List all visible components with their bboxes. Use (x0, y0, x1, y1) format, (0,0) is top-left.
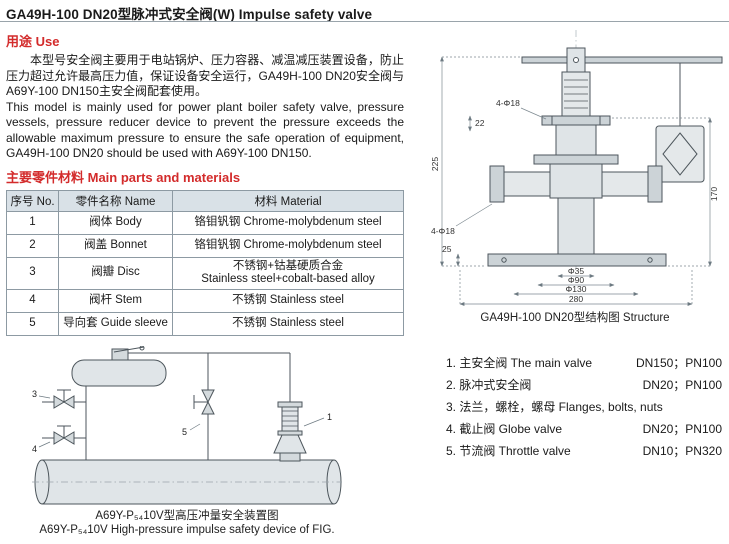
device-caption: A69Y-P₅₄10V型高压冲量安全装置图 A69Y-P₅₄10V High-p… (12, 509, 362, 537)
spring-bonnet (561, 71, 591, 117)
table-row: 4 阀杆 Stem 不锈钢 Stainless steel (6, 288, 404, 313)
item-label: 3. 法兰，螺栓，螺母 Flanges, bolts, nuts (446, 400, 663, 414)
structure-caption: GA49H-100 DN20型结构图 Structure (480, 312, 670, 324)
dimension-lines (440, 56, 712, 306)
table-row: 2 阀盖 Bonnet 铬钼钒钢 Chrome-molybdenum steel (6, 233, 404, 258)
item-spec: DN20；PN100 (642, 422, 722, 436)
cell-material: 不锈钢 Stainless steel (172, 311, 404, 336)
device-caption-en: A69Y-P₅₄10V High-pressure impulse safety… (39, 524, 335, 536)
dimension-label-right-height: 170 (709, 187, 719, 201)
callout-main-valve: 1 (327, 412, 332, 422)
dimension-label-bolt-holes-left: 4-Φ18 (431, 226, 455, 236)
dimension-label-bolt-holes-top: 4-Φ18 (496, 98, 520, 108)
dimension-label-dia-mid: Φ90 (568, 275, 585, 285)
table-row: 3 阀瓣 Disc 不锈钢+钴基硬质合金 Stainless steel+cob… (6, 256, 404, 290)
cell-material: 铬钼钒钢 Chrome-molybdenum steel (172, 210, 404, 235)
cell-name: 阀盖 Bonnet (58, 233, 173, 258)
use-heading: 用途 Use (6, 34, 60, 49)
table-header-row: 序号 No. 零件名称 Name 材料 Material (6, 189, 404, 212)
callout-leaders (38, 395, 325, 448)
callout-globe-valve-lower: 4 (32, 444, 37, 454)
materials-heading: 主要零件材料 Main parts and materials (6, 169, 241, 185)
parts-table: 序号 No. 零件名称 Name 材料 Material 1 阀体 Body 铬… (6, 189, 404, 336)
parts-list: 1. 主安全阀 The main valve DN150；PN100 2. 脉冲… (446, 352, 722, 462)
item-label: 5. 节流阀 Throttle valve (446, 444, 571, 458)
page-title: GA49H-100 DN20型脉冲式安全阀(W) Impulse safety … (6, 7, 373, 22)
table-row: 1 阀体 Body 铬钼钒钢 Chrome-molybdenum steel (6, 210, 404, 235)
parts-list-item: 3. 法兰，螺栓，螺母 Flanges, bolts, nuts (446, 396, 722, 418)
dimension-label-dia-large: Φ130 (566, 284, 587, 294)
cell-no: 4 (6, 288, 59, 313)
device-figure: 1 3 4 5 (28, 345, 346, 508)
cell-no: 3 (6, 256, 59, 290)
connecting-piping (85, 352, 291, 460)
device-caption-cn: A69Y-P₅₄10V型高压冲量安全装置图 (95, 510, 279, 522)
cell-name: 导向套 Guide sleeve (58, 311, 173, 336)
item-spec: DN150；PN100 (635, 356, 722, 370)
use-paragraph-en: This model is mainly used for power plan… (6, 99, 404, 161)
dimension-label-height: 225 (430, 157, 440, 171)
item-spec: DN10；PN320 (642, 444, 722, 458)
main-safety-valve (273, 401, 307, 462)
dimension-label-dia-small: Φ35 (568, 266, 585, 276)
item-label: 1. 主安全阀 The main valve (446, 356, 593, 370)
dimension-label-foot: 25 (442, 244, 452, 254)
valve-body (487, 115, 667, 267)
cell-material: 铬钼钒钢 Chrome-molybdenum steel (172, 233, 404, 258)
device-drawing: 1 3 4 5 (32, 345, 342, 505)
cell-name: 阀体 Body (58, 210, 173, 235)
parts-list-item: 5. 节流阀 Throttle valve DN10；PN320 (446, 440, 722, 462)
globe-valve-upper (42, 389, 86, 409)
cell-no: 1 (6, 210, 59, 235)
title-divider (0, 21, 729, 22)
dimension-label-top-offset: 22 (475, 118, 485, 128)
table-row: 5 导向套 Guide sleeve 不锈钢 Stainless steel (6, 311, 404, 336)
parts-list-item: 2. 脉冲式安全阀 DN20；PN100 (446, 374, 722, 396)
cell-name: 阀杆 Stem (58, 288, 173, 313)
cell-no: 2 (6, 233, 59, 258)
cell-name: 阀瓣 Disc (58, 256, 173, 290)
structure-figure: 225 22 4-Φ18 4-Φ18 170 25 Φ35 Φ90 Φ130 2… (426, 24, 724, 308)
col-header-name: 零件名称 Name (58, 189, 173, 212)
item-label: 4. 截止阀 Globe valve (446, 422, 563, 436)
globe-valve-lower (42, 425, 86, 445)
cell-no: 5 (6, 311, 59, 336)
main-pipe (32, 459, 342, 505)
dimension-label-base-width: 280 (569, 294, 583, 304)
col-header-material: 材料 Material (172, 189, 404, 212)
cell-material: 不锈钢 Stainless steel (172, 288, 404, 313)
parts-list-item: 1. 主安全阀 The main valve DN150；PN100 (446, 352, 722, 374)
item-label: 2. 脉冲式安全阀 (446, 378, 532, 392)
item-spec: DN20；PN100 (642, 378, 722, 392)
use-paragraph-cn: 本型号安全阀主要用于电站锅炉、压力容器、减温减压装置设备，防止压力超过允许最高压… (6, 53, 404, 98)
callout-globe-valve-upper: 3 (32, 389, 37, 399)
col-header-no: 序号 No. (6, 189, 59, 212)
left-column: 用途 Use 本型号安全阀主要用于电站锅炉、压力容器、减温减压装置设备，防止压力… (6, 26, 404, 336)
structure-drawing: 225 22 4-Φ18 4-Φ18 170 25 Φ35 Φ90 Φ130 2… (430, 30, 723, 306)
impulse-vessel (71, 345, 167, 387)
cell-material: 不锈钢+钴基硬质合金 Stainless steel+cobalt-based … (172, 256, 404, 290)
throttle-valve (193, 353, 215, 460)
callout-throttle-valve: 5 (182, 427, 187, 437)
parts-list-item: 4. 截止阀 Globe valve DN20；PN100 (446, 418, 722, 440)
